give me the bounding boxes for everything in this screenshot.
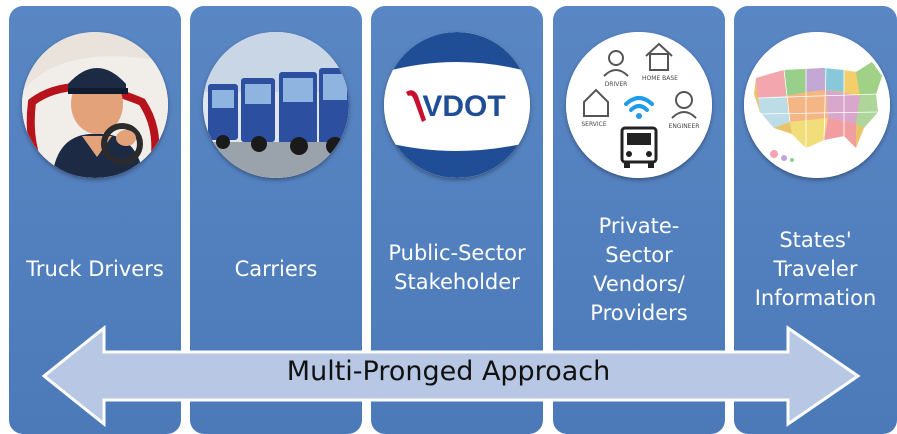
column-truck-drivers: Truck Drivers <box>9 6 181 434</box>
column-label: States' Traveler Information <box>754 228 877 310</box>
driver-caption: DRIVER <box>605 81 628 88</box>
column-label: Carriers <box>234 257 318 281</box>
column-label: Public-Sector Stakeholder <box>388 241 526 294</box>
truck-driver-icon <box>22 32 168 178</box>
arrow-label: Multi-Pronged Approach <box>286 356 611 387</box>
column-label: Private- Sector Vendors/ Providers <box>590 214 688 325</box>
service-caption: SERVICE <box>581 121 607 128</box>
vdot-logo-text: VDOT <box>422 90 505 123</box>
home-base-caption: HOME BASE <box>642 75 678 82</box>
column-label: Truck Drivers <box>26 257 164 281</box>
us-map-icon <box>744 32 890 178</box>
engineer-caption: ENGINEER <box>669 123 700 130</box>
connected-vendors-icon: DRIVER HOME BASE SERVICE ENGINEER <box>566 32 712 178</box>
